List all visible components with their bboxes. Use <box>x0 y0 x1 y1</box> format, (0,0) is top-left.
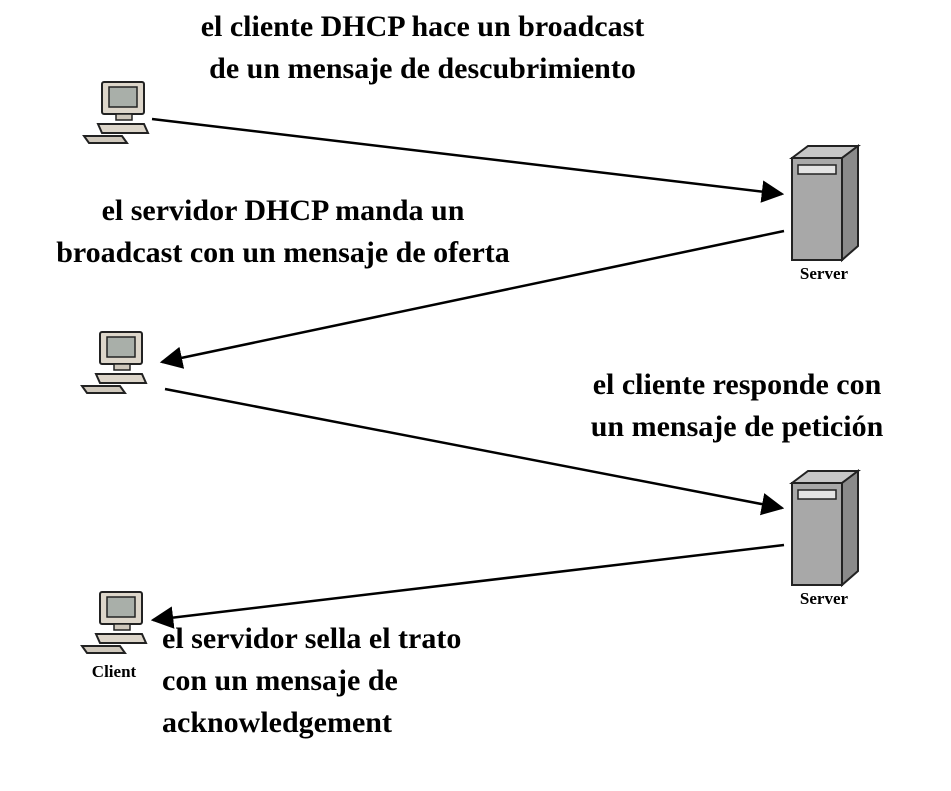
annotation-discover-line1: el cliente DHCP hace un broadcast <box>200 10 645 43</box>
annotation-ack: el servidor sella el trato con un mensaj… <box>162 618 592 744</box>
arrow-discover <box>151 117 785 203</box>
annotation-discover-line2: de un mensaje de descubrimiento <box>209 52 636 85</box>
server-icon-bottom <box>786 467 862 594</box>
server-icon <box>789 144 861 263</box>
annotation-ack-line2: con un mensaje de <box>162 664 398 697</box>
client-computer-icon-middle <box>80 330 152 401</box>
arrow-ack <box>150 543 785 629</box>
annotation-discover: el cliente DHCP hace un broadcast de un … <box>140 6 705 90</box>
annotation-offer-line2: broadcast con un mensaje de oferta <box>56 236 510 269</box>
annotation-offer: el servidor DHCP manda un broadcast con … <box>8 190 558 274</box>
client-label: Client <box>91 662 137 681</box>
annotation-offer-line1: el servidor DHCP manda un <box>101 194 465 227</box>
annotation-ack-line3: acknowledgement <box>162 706 392 739</box>
client-computer-icon-top <box>82 80 154 151</box>
client-computer-icon-bottom <box>80 590 152 661</box>
server-icon-top <box>786 142 862 269</box>
computer-icon <box>82 81 150 144</box>
annotation-request-line2: un mensaje de petición <box>590 410 884 443</box>
computer-icon <box>80 331 148 394</box>
computer-icon <box>80 591 148 654</box>
annotation-request-line1: el cliente responde con <box>592 368 882 401</box>
server2-label: Server <box>799 589 849 608</box>
server-icon <box>789 469 861 588</box>
server1-label: Server <box>799 264 849 283</box>
annotation-ack-line1: el servidor sella el trato <box>162 622 462 655</box>
annotation-request: el cliente responde con un mensaje de pe… <box>552 364 922 448</box>
